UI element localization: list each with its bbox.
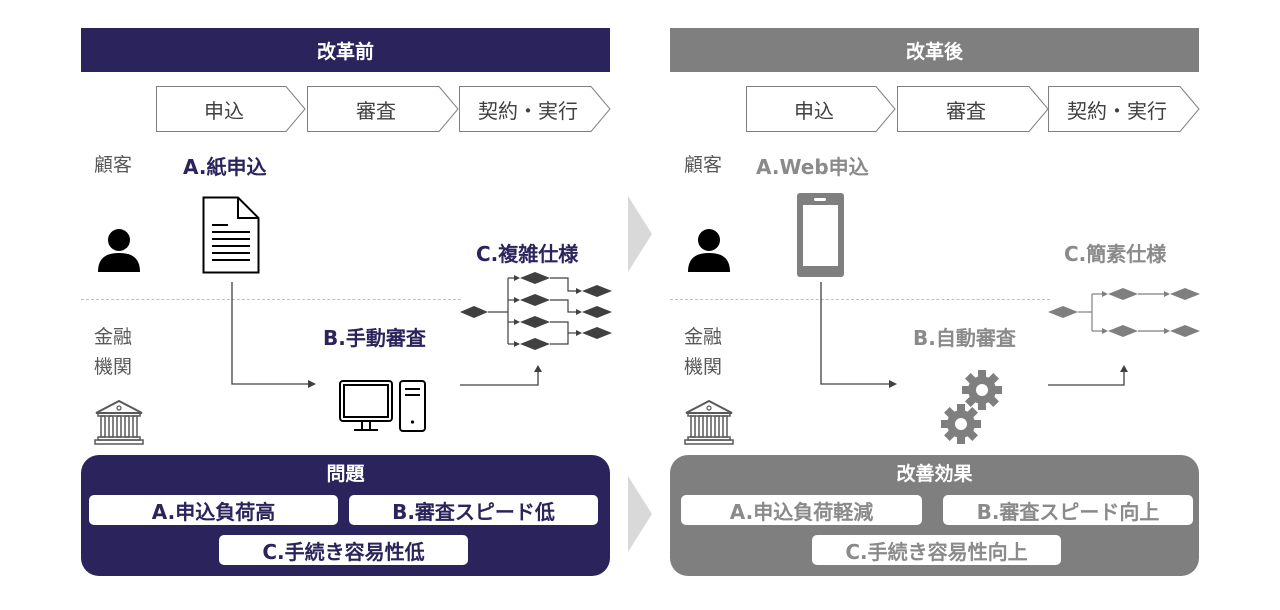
step-apply-after: 申込 <box>746 86 896 132</box>
step-review-before: 審査 <box>307 86 459 132</box>
step-label: 審査 <box>946 98 986 123</box>
step-contract-after: 契約・実行 <box>1048 86 1200 132</box>
row-label-bank: 金融機関 <box>94 322 132 382</box>
bank-building-icon <box>94 399 144 445</box>
step-chevron-shape <box>746 86 896 132</box>
bank-building-icon <box>684 399 734 445</box>
person-icon <box>98 229 140 272</box>
before-header: 改革前 <box>81 28 610 72</box>
connector-arrow <box>820 282 897 388</box>
step-label: 審査 <box>356 98 396 123</box>
flowchart-icon <box>1048 288 1200 337</box>
person-icon <box>688 229 730 272</box>
row-label-customer: 顧客 <box>684 154 723 176</box>
problem-item: A.申込負荷高 <box>89 495 338 525</box>
label-simple-spec: C.簡素仕様 <box>1064 242 1167 266</box>
step-contract-before: 契約・実行 <box>459 86 611 132</box>
row-label-bank-line2: 機関 <box>684 356 723 378</box>
row-label-bank-line1: 金融 <box>94 326 133 348</box>
right-chevron-arrow-icon <box>628 476 652 552</box>
row-label-bank-line2: 機関 <box>94 356 133 378</box>
step-chevron-shape <box>459 86 611 132</box>
problem-summary-title: 問題 <box>326 463 365 485</box>
step-chevron-shape <box>156 86 306 132</box>
row-label-bank: 金融機関 <box>684 322 722 382</box>
step-chevron-shape <box>1048 86 1200 132</box>
label-web-application: A.Web申込 <box>756 155 869 179</box>
connector-arrow <box>231 282 316 388</box>
smartphone-icon <box>797 193 844 277</box>
step-review-after: 審査 <box>897 86 1049 132</box>
improvement-item: C.手続き容易性向上 <box>812 535 1061 565</box>
step-label: 契約・実行 <box>1067 98 1167 123</box>
step-apply-before: 申込 <box>156 86 306 132</box>
step-chevron-shape <box>897 86 1049 132</box>
problem-item: B.審査スピード低 <box>349 495 598 525</box>
customer-bank-divider <box>81 299 461 300</box>
gears-icon <box>941 370 1002 444</box>
improvement-summary-box: 改善効果 A.申込負荷軽減 B.審査スピード向上 C.手続き容易性向上 <box>670 455 1199 576</box>
problem-item: C.手続き容易性低 <box>219 535 468 565</box>
connector-arrow <box>1048 365 1128 386</box>
step-label: 契約・実行 <box>478 98 578 123</box>
improvement-summary-title: 改善効果 <box>896 463 973 485</box>
customer-bank-divider <box>670 299 1050 300</box>
document-icon <box>202 196 260 274</box>
label-paper-application: A.紙申込 <box>183 155 267 179</box>
flowchart-icon <box>460 272 612 350</box>
after-header: 改革後 <box>670 28 1199 72</box>
connector-arrow <box>460 365 542 386</box>
step-chevron-shape <box>307 86 459 132</box>
label-manual-review: B.手動審査 <box>323 326 426 350</box>
row-label-bank-line1: 金融 <box>684 326 723 348</box>
right-chevron-arrow-icon <box>628 196 652 272</box>
problem-summary-box: 問題 A.申込負荷高 B.審査スピード低 C.手続き容易性低 <box>81 455 610 576</box>
improvement-item: B.審査スピード向上 <box>943 495 1193 525</box>
label-complex-spec: C.複雑仕様 <box>476 242 579 266</box>
step-label: 申込 <box>204 98 244 123</box>
label-auto-review: B.自動審査 <box>913 326 1016 350</box>
improvement-item: A.申込負荷軽減 <box>681 495 922 525</box>
desktop-computer-icon <box>339 380 426 432</box>
step-label: 申込 <box>794 98 834 123</box>
row-label-customer: 顧客 <box>94 154 133 176</box>
